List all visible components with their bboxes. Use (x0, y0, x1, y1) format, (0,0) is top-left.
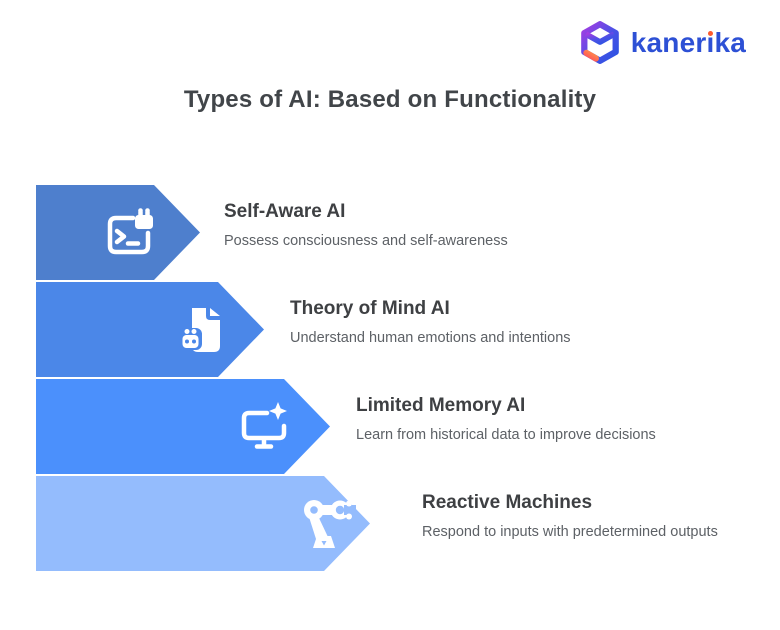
list-item-theory-of-mind-ai: Theory of Mind AI Understand human emoti… (0, 282, 780, 377)
item-description: Learn from historical data to improve de… (356, 427, 656, 443)
kanerika-cube-logo-icon (580, 21, 619, 64)
brand-wordmark-pre: kaner (630, 27, 707, 58)
item-title: Limited Memory AI (356, 395, 526, 416)
item-title: Reactive Machines (422, 492, 593, 513)
item-description: Respond to inputs with predetermined out… (422, 524, 718, 540)
brand-wordmark-post: ka (714, 27, 746, 58)
item-description: Understand human emotions and intentions (290, 330, 571, 346)
item-description: Possess consciousness and self-awareness (224, 233, 508, 249)
list-item-self-aware-ai: Self-Aware AI Possess consciousness and … (0, 185, 780, 280)
item-text: Theory of Mind AI Understand human emoti… (290, 298, 571, 347)
terminal-robot-icon (107, 207, 153, 254)
item-text: Self-Aware AI Possess consciousness and … (224, 201, 508, 250)
arrow-banner (36, 379, 330, 474)
arrow-banner (36, 282, 264, 377)
page-title: Types of AI: Based on Functionality (183, 86, 597, 113)
monitor-sparkle-icon (241, 401, 287, 449)
list-item-limited-memory-ai: Limited Memory AI Learn from historical … (0, 379, 780, 474)
item-text: Limited Memory AI Learn from historical … (356, 395, 656, 444)
brand-wordmark-i: i (706, 27, 715, 58)
item-title: Self-Aware AI (224, 201, 346, 222)
document-robot-icon (179, 307, 220, 352)
robot-arm-icon (304, 499, 356, 548)
list-item-reactive-machines: Reactive Machines Respond to inputs with… (0, 476, 780, 571)
item-text: Reactive Machines Respond to inputs with… (422, 492, 718, 541)
item-title: Theory of Mind AI (290, 298, 450, 319)
